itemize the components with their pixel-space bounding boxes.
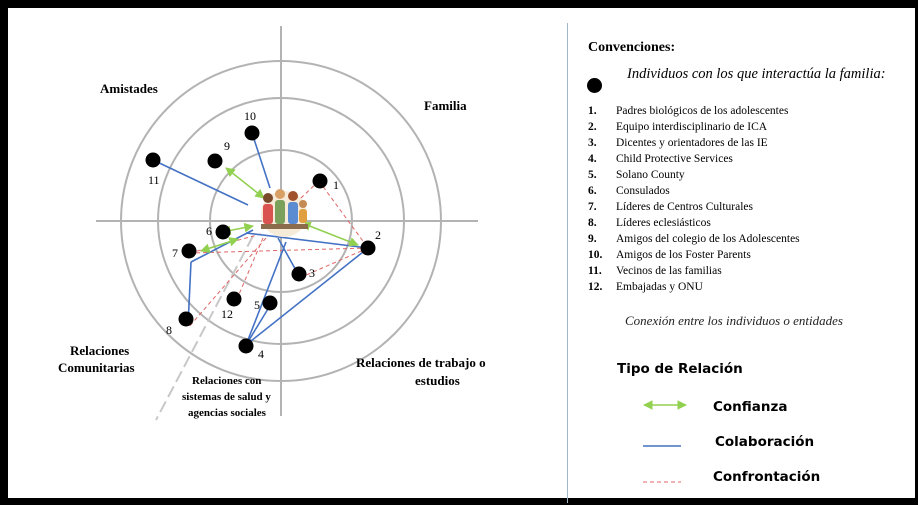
node-label-5: 5 [254,298,260,312]
node-1 [312,173,328,189]
legend-item-label: Amigos del colegio de los Adolescentes [616,233,800,245]
legend-item-num: 4. [588,153,597,165]
list-item: 8. Líderes eclesiásticos [588,215,800,231]
legend-item-num: 6. [588,185,597,197]
family-group-icon [261,189,308,237]
quadrant-familia: Familia [424,98,467,113]
legend-item-num: 10. [588,249,603,261]
legend-item-label: Equipo interdisciplinario de ICA [616,121,768,133]
node-label-9: 9 [224,139,230,153]
legend-item-num: 12. [588,281,603,293]
legend-item-num: 3. [588,137,597,149]
list-item: 2. Equipo interdisciplinario de ICA [588,119,800,135]
legend-item-label: Dicentes y orientadores de las IE [616,137,768,149]
legend-item-label: Embajadas y ONU [616,281,703,293]
legend-item-label: Líderes de Centros Culturales [616,201,754,213]
list-item: 11. Vecinos de las familias [588,263,800,279]
node-label-2: 2 [375,228,381,242]
quadrant-salud-line2: sistemas de salud y [182,391,271,403]
node-12 [226,291,242,307]
node-label-4: 4 [258,347,264,361]
node-label-10: 10 [244,109,256,123]
node-5 [262,295,278,311]
legend-item-num: 7. [588,201,597,213]
legend-item-label: Vecinos de las familias [616,265,722,277]
legend-individuals-label: Individuos con los que interactúa la fam… [627,66,886,82]
confrontation-line-icon [643,481,681,483]
legend-item-num: 5. [588,169,597,181]
legend-item-label: Consulados [616,185,670,197]
list-item: 10. Amigos de los Foster Parents [588,247,800,263]
ecomap-diagram: 1 2 3 4 5 6 7 8 9 10 11 12 Amistades Fam… [58,26,486,421]
list-item: 7. Líderes de Centros Culturales [588,199,800,215]
list-item: 1. Padres biológicos de los adolescentes [588,103,800,119]
ecomap-frame: 1 2 3 4 5 6 7 8 9 10 11 12 Amistades Fam… [8,8,915,503]
node-7 [181,243,197,259]
legend-item-label: Líderes eclesiásticos [616,217,711,229]
quadrant-amistades: Amistades [100,81,158,96]
legend-connection-label: Conexión entre los individuos o entidade… [625,313,843,328]
node-label-11: 11 [148,173,160,187]
node-9 [207,153,223,169]
legend-item-label: Padres biológicos de los adolescentes [616,105,789,117]
legend-type-colaboracion: Colaboración [715,434,815,450]
node-6 [215,224,231,240]
quadrant-comunitarias-line1: Relaciones [70,343,129,358]
list-item: 5. Solano County [588,167,800,183]
legend-title: Convenciones: [588,40,676,55]
legend-type-confianza: Confianza [713,399,788,415]
legend-item-label: Solano County [616,169,685,181]
node-label-3: 3 [309,266,315,280]
node-label-6: 6 [206,224,212,238]
list-item: 12. Embajadas y ONU [588,279,800,295]
legend-item-num: 8. [588,217,597,229]
list-item: 4. Child Protective Services [588,151,800,167]
quadrant-trabajo-line1: Relaciones de trabajo o [356,355,486,370]
list-item: 3. Dicentes y orientadores de las IE [588,135,800,151]
node-3 [291,266,307,282]
node-label-8: 8 [166,323,172,337]
node-label-1: 1 [333,178,339,192]
individual-dot-icon [587,78,602,93]
list-item: 9. Amigos del colegio de los Adolescentes [588,231,800,247]
legend-type-title: Tipo de Relación [617,361,743,377]
node-label-7: 7 [172,246,178,260]
quadrant-salud-line1: Relaciones con [192,375,261,387]
legend-list: 1.Padres biológicos de los adolescentes … [588,103,800,295]
legend-item-num: 11. [588,265,602,277]
quadrant-salud-line3: agencias sociales [188,407,267,419]
collaboration-line-icon [643,445,681,447]
diagonal-axis [155,235,254,421]
legend-item-num: 9. [588,233,597,245]
legend-panel: Convenciones: Individuos con los que int… [567,23,918,503]
legend-item-num: 1. [588,105,597,117]
legend-item-label: Amigos de los Foster Parents [616,249,751,261]
legend-item-num: 2. [588,121,597,133]
quadrant-trabajo-line2: estudios [415,373,460,388]
node-4 [238,338,254,354]
node-8 [178,311,194,327]
node-10 [244,125,260,141]
list-item: 6. Consulados [588,183,800,199]
legend-item-label: Child Protective Services [616,153,733,165]
node-label-12: 12 [221,307,233,321]
quadrant-comunitarias-line2: Comunitarias [58,360,135,375]
trust-arrow-icon [643,400,687,410]
legend-type-confrontacion: Confrontación [713,469,821,485]
node-2 [360,240,376,256]
individual-nodes [145,125,376,354]
node-11 [145,152,161,168]
